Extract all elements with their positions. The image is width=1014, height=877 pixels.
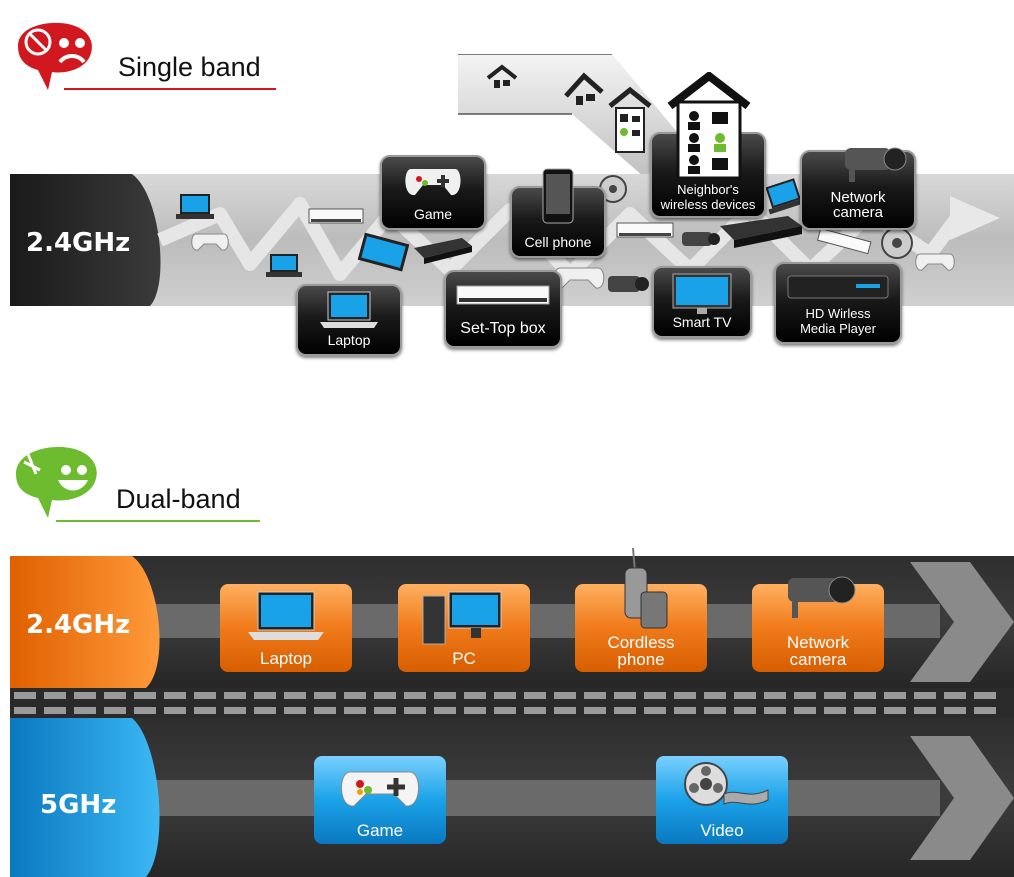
house-icon <box>486 64 518 88</box>
tile-game: Game <box>380 155 486 230</box>
cordless-phone-icon <box>624 548 668 629</box>
tile-cell-phone: Cell phone <box>510 168 606 258</box>
settop-icon <box>720 216 802 248</box>
tile-cell-phone-label: Cell phone <box>524 234 592 250</box>
tile-5-game: Game <box>314 756 446 844</box>
tile-24-pc: PC <box>398 584 530 672</box>
camera-icon <box>682 232 720 246</box>
camera-icon <box>788 576 856 618</box>
pc-icon <box>422 591 502 645</box>
film-reel-icon <box>684 762 769 806</box>
phone-icon <box>542 168 574 224</box>
tile-24-cordless-line1: Cordless <box>607 633 675 652</box>
tile-game-label: Game <box>413 206 453 222</box>
single-band-heading: Single band <box>118 52 261 82</box>
tile-network-camera-label: Network camera <box>802 190 914 220</box>
dual-band-underline <box>56 520 260 522</box>
tile-laptop: Laptop <box>296 284 402 356</box>
tile-5-video: Video <box>656 756 788 844</box>
tv-icon <box>357 232 410 272</box>
single-band-section: Single band 2.4GHz <box>0 0 1014 380</box>
tile-set-top-box: Set-Top box <box>444 270 562 348</box>
dual-band-heading: Dual-band <box>116 484 241 514</box>
laptop-icon <box>765 178 807 215</box>
tile-hd-media-player: HD Wirless Media Player <box>774 262 902 344</box>
single-band-freq-label: 2.4GHz <box>26 228 131 258</box>
tile-24-cordless-phone: Cordless phone <box>575 548 707 672</box>
tile-network-camera: Network camera <box>800 147 916 230</box>
tile-24-pc-label: PC <box>452 649 476 668</box>
laptop-icon <box>176 194 214 219</box>
house-icon <box>608 86 652 153</box>
tile-laptop-label: Laptop <box>327 332 371 348</box>
happy-face-icon <box>16 447 97 518</box>
tile-hd-line2: Media Player <box>800 321 876 336</box>
tile-24-network-camera-label: Network camera <box>752 634 884 668</box>
tile-neighbor-label: Neighbor's wireless devices <box>652 182 764 212</box>
laptop-icon <box>248 591 324 640</box>
tile-5-game-label: Game <box>356 821 404 840</box>
tile-smart-tv-label: Smart TV <box>672 314 732 330</box>
tv-icon <box>672 273 732 314</box>
tile-24-network-line1: Network <box>786 633 850 652</box>
tile-24-cordless-label: Cordless phone <box>575 634 707 668</box>
tile-24-network-line2: camera <box>789 650 847 669</box>
tile-hd-line1: HD Wirless <box>805 306 871 321</box>
gamepad-icon <box>915 253 955 271</box>
house-icon <box>564 72 604 105</box>
tile-hd-media-player-label: HD Wirless Media Player <box>776 306 900 336</box>
tile-24-laptop: Laptop <box>220 584 352 672</box>
tile-network-camera-line1: Network <box>830 189 886 206</box>
gamepad-icon <box>405 169 461 196</box>
settop-icon <box>787 275 889 299</box>
tile-network-camera-line2: camera <box>832 204 884 221</box>
settop-icon <box>816 230 872 254</box>
camera-icon <box>608 276 649 292</box>
tile-set-top-box-label: Set-Top box <box>460 320 546 337</box>
tile-24-cordless-line2: phone <box>617 650 665 669</box>
laptop-icon <box>266 254 302 277</box>
tile-neighbor-label-line1: Neighbor's <box>677 182 739 197</box>
band-separator <box>10 688 1014 718</box>
settop-icon <box>414 238 472 264</box>
laptop-icon <box>320 291 378 328</box>
sad-face-icon <box>18 22 92 91</box>
gamepad-icon <box>191 233 229 251</box>
single-band-underline <box>64 88 276 90</box>
settop-icon <box>456 285 550 305</box>
house-icon <box>667 72 751 180</box>
tile-5-video-label: Video <box>700 821 744 840</box>
dual-5-freq-label: 5GHz <box>40 790 117 820</box>
gamepad-icon <box>340 771 420 807</box>
tile-24-network-camera: Network camera <box>752 576 884 672</box>
dual-band-section: Dual-band 2.4GHz <box>0 440 1014 877</box>
tile-smart-tv: Smart TV <box>652 266 752 338</box>
dual-24-freq-label: 2.4GHz <box>26 610 131 640</box>
film-reel-icon <box>881 227 913 259</box>
dual-5-track <box>10 718 1014 877</box>
settop-icon <box>616 222 674 238</box>
tile-24-laptop-label: Laptop <box>260 649 312 668</box>
tile-neighbor-label-line2: wireless devices <box>660 197 756 212</box>
camera-icon <box>844 147 907 182</box>
settop-icon <box>308 208 364 224</box>
